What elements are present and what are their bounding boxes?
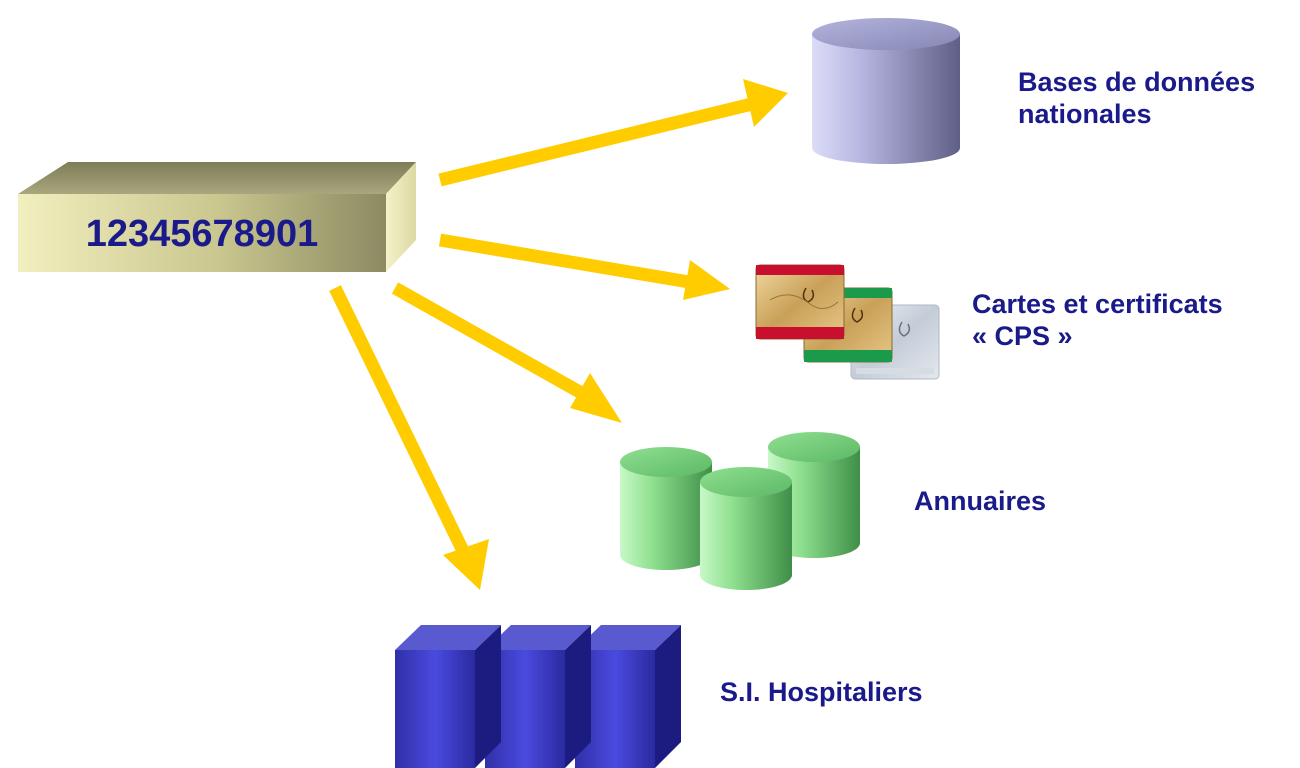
identifier-number: 12345678901 — [85, 213, 319, 255]
label-national-databases-line-2: nationales — [1018, 99, 1152, 129]
label-cps-cards-line-1: Cartes et certificats — [972, 289, 1223, 319]
identifier-box-top — [18, 162, 416, 194]
server-blocks-icon — [395, 625, 681, 768]
label-cps-cards-line-2: « CPS » — [972, 321, 1073, 351]
health-professional-cards-icon — [755, 264, 940, 380]
label-national-databases: Bases de données nationales — [1018, 66, 1255, 130]
directory-cylinder-front — [700, 467, 792, 590]
directory-cylinders-icon — [620, 432, 860, 590]
label-directories: Annuaires — [914, 485, 1046, 517]
label-national-databases-line-1: Bases de données — [1018, 67, 1256, 97]
identifier-box-front — [18, 194, 386, 272]
directory-cylinder-back-left — [620, 447, 712, 570]
label-hospital-is: S.I. Hospitaliers — [720, 676, 923, 708]
arrow-to-national-databases — [438, 79, 788, 187]
arrows-group — [329, 79, 788, 590]
database-cylinder-icon — [812, 18, 960, 164]
label-cps-cards: Cartes et certificats « CPS » — [972, 288, 1223, 352]
arrow-to-directories — [391, 282, 622, 423]
identifier-box-side — [386, 162, 416, 272]
arrow-to-cps-cards — [438, 233, 730, 300]
label-hospital-is-line-1: S.I. Hospitaliers — [720, 677, 923, 707]
arrow-to-hospital-is — [329, 285, 489, 590]
label-directories-line-1: Annuaires — [914, 486, 1047, 516]
card-red — [755, 264, 845, 340]
identifier-box — [18, 162, 416, 272]
